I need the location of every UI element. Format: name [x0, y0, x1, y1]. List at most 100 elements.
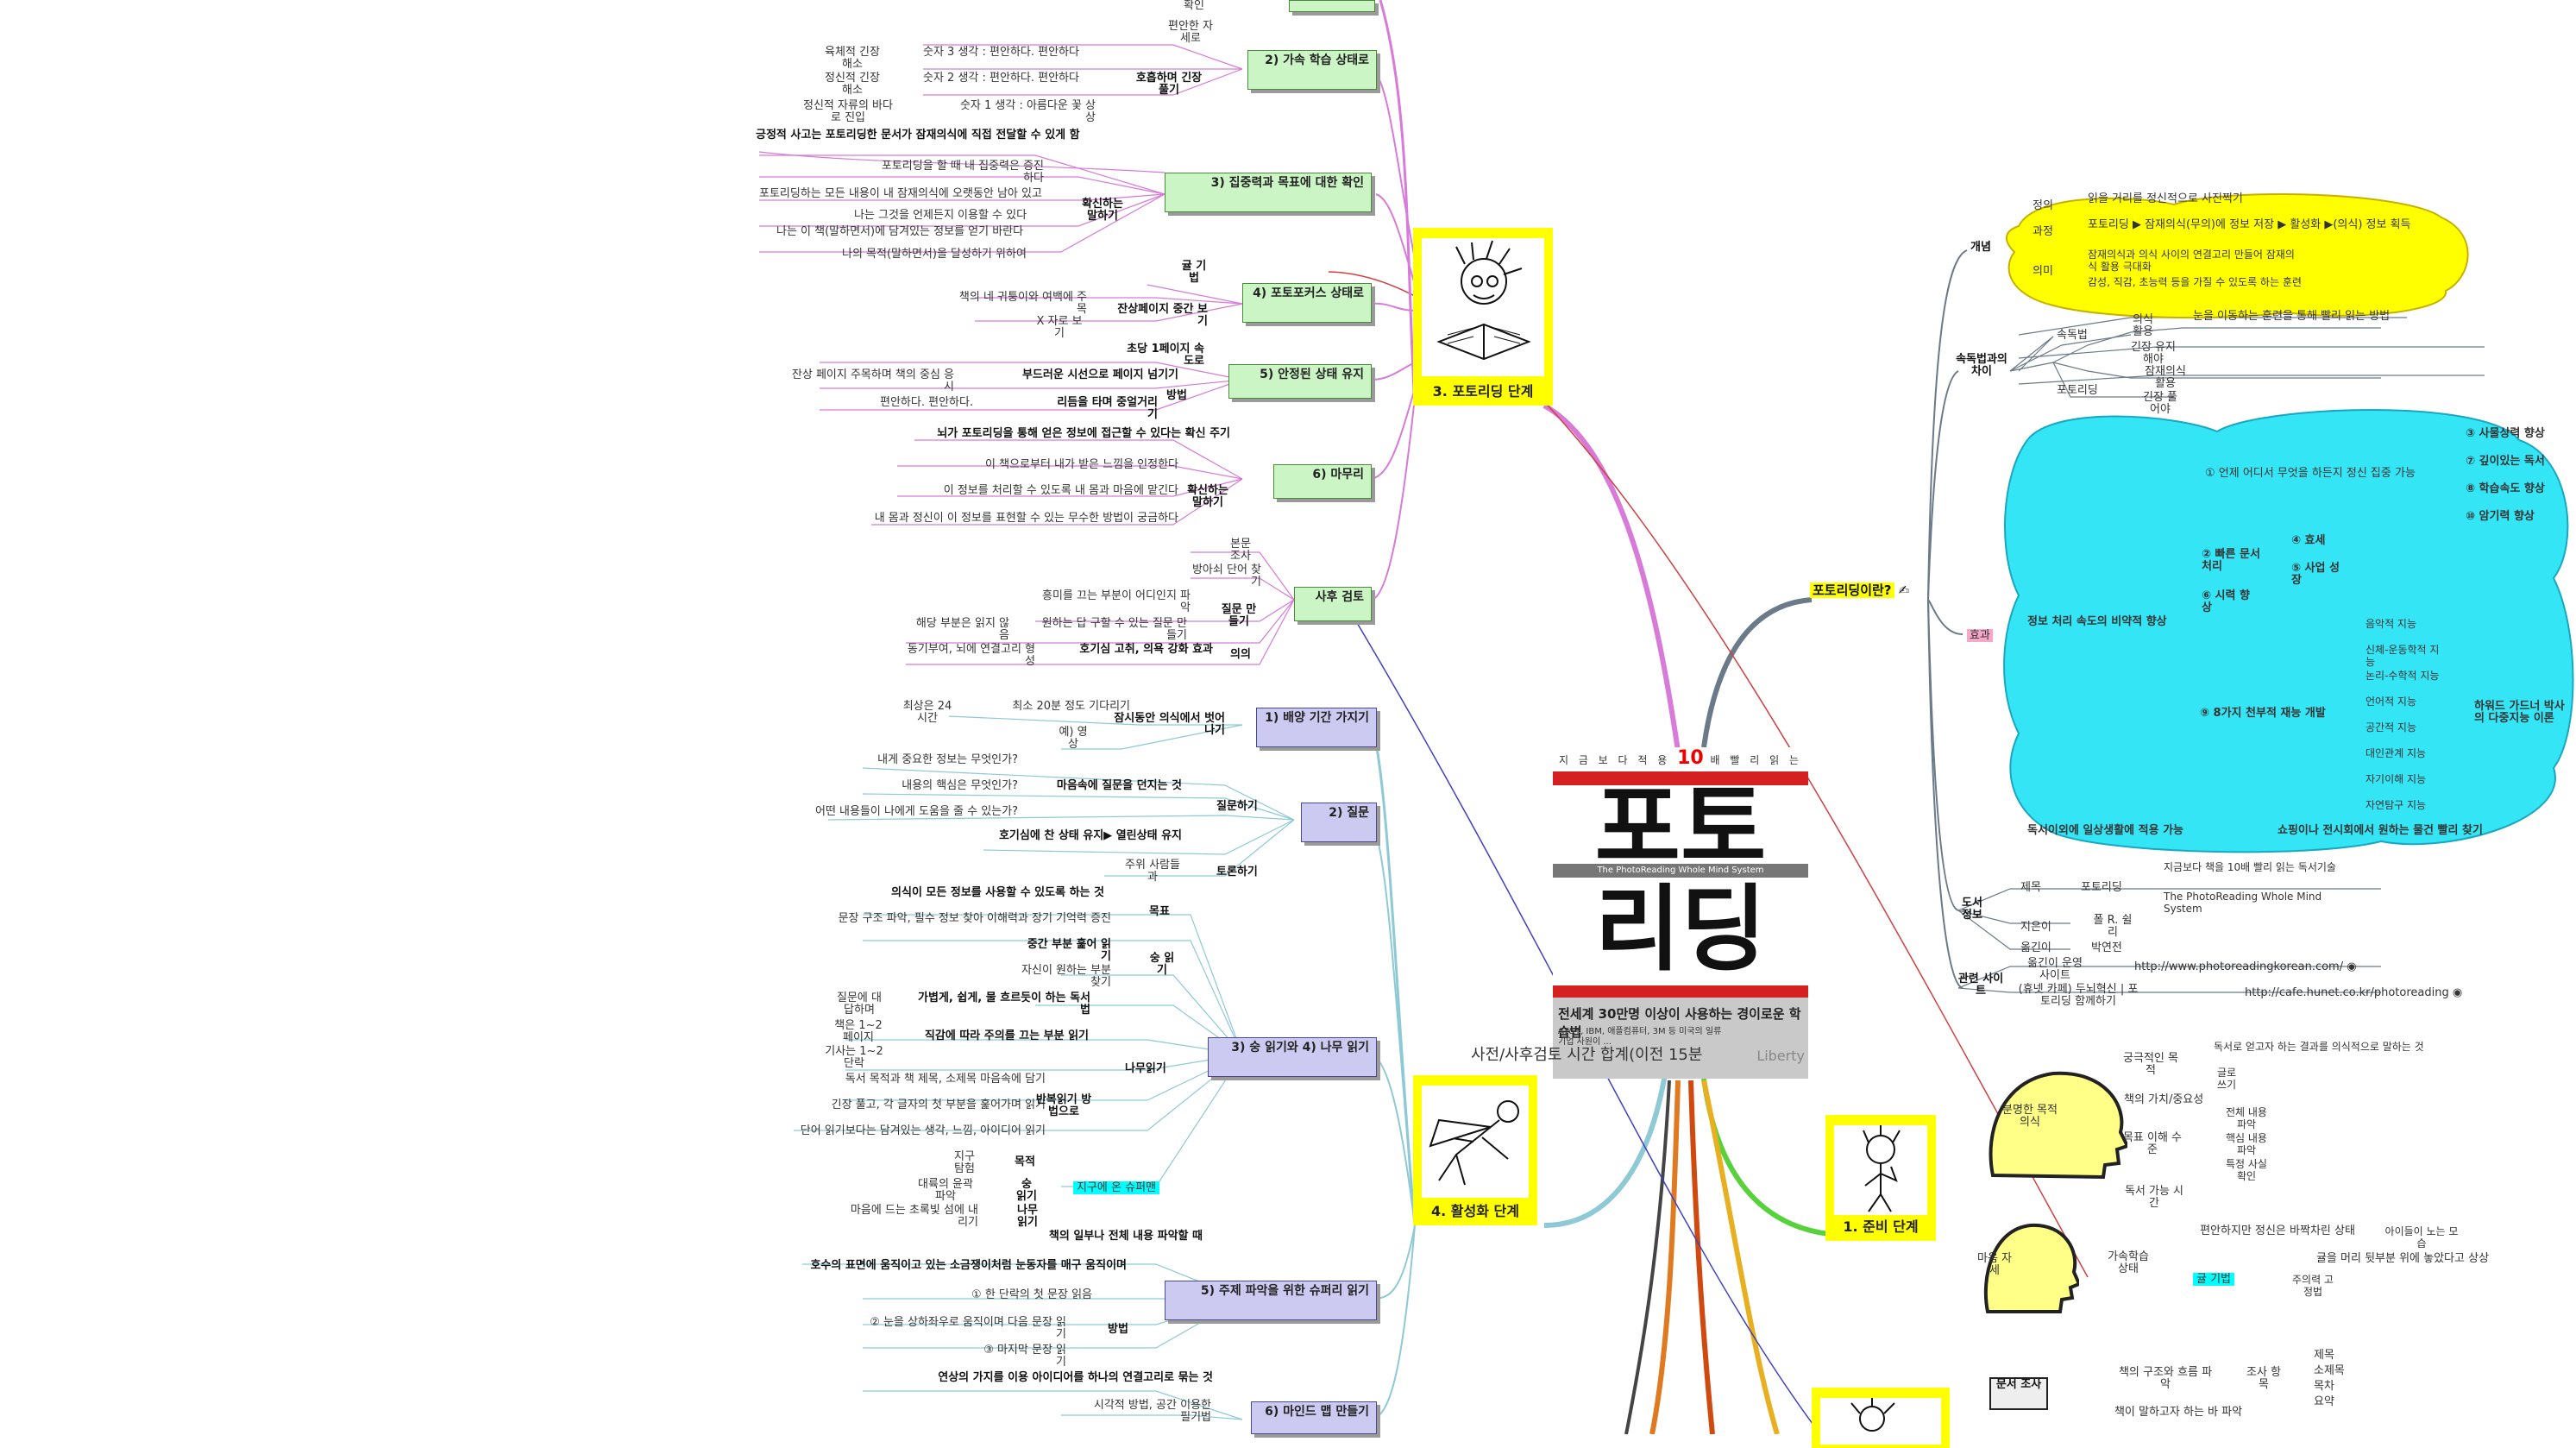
node[interactable]: 내 몸과 정신이 이 정보를 표현할 수 있는 무수한 방법이 궁금하다 — [874, 512, 1178, 525]
node[interactable]: 지구 탐험 — [954, 1150, 975, 1175]
node[interactable]: 의미 — [2033, 265, 2053, 278]
node[interactable]: 목표 — [1149, 905, 1170, 918]
node[interactable]: 질문 만들기 — [1221, 603, 1257, 628]
node[interactable]: 옮긴이 운영 사이트 — [2027, 957, 2083, 982]
node[interactable]: 독서 가능 시간 — [2124, 1185, 2184, 1210]
node[interactable]: 잠재의식과 의식 사이의 연결고리 만들어 잠재의식 활용 극대화 — [2088, 249, 2295, 273]
sec3-box-7[interactable]: 사후 검토 — [1294, 587, 1372, 621]
node-sites[interactable]: 관련 사이트 — [1957, 973, 2004, 998]
node[interactable]: 궁극적인 목적 — [2123, 1052, 2178, 1077]
node[interactable]: 원하는 답 구할 수 있는 질문 만들기 — [1041, 617, 1187, 642]
node[interactable]: ⑨ 8가지 천부적 재능 개발 — [2200, 707, 2326, 720]
node[interactable]: 잔상페이지 중간 보기 — [1117, 303, 1208, 328]
node[interactable]: 요약 — [2314, 1395, 2334, 1408]
node[interactable]: ⑥ 시력 향상 — [2202, 589, 2250, 614]
node[interactable]: 나는 그것을 언제든지 이용할 수 있다 — [854, 209, 1027, 222]
node[interactable]: ① 한 단락의 첫 문장 읽음 — [971, 1288, 1092, 1301]
sec4-box-1[interactable]: 1) 배양 기간 가지기 — [1256, 708, 1377, 747]
node[interactable]: 포토리딩하는 모든 내용이 내 잠재의식에 오랫동안 남아 있고 — [759, 187, 1042, 200]
node[interactable]: 육체적 긴장 해소 — [825, 46, 880, 71]
node[interactable]: The PhotoReading Whole Mind System — [2164, 891, 2322, 915]
node[interactable]: 문서 조사 — [1989, 1377, 2048, 1410]
node[interactable]: 쇼핑이나 전시회에서 원하는 물건 빨리 찾기 — [2278, 824, 2483, 837]
node[interactable]: 책의 일부나 전체 내용 파악할 때 — [1048, 1230, 1203, 1243]
node[interactable]: 숭 읽기 — [1016, 1178, 1037, 1203]
node[interactable]: 포토리딩을 할 때 내 집중력은 증진하다 — [881, 160, 1044, 185]
node[interactable]: 지은이 — [2020, 921, 2051, 934]
sec3-box-1[interactable] — [1289, 0, 1375, 12]
node[interactable]: 중간 부분 훑어 읽기 — [1027, 938, 1111, 963]
node[interactable]: 목적 — [1015, 1155, 1035, 1168]
node[interactable]: 나는 이 책(말하면서)에 담겨있는 정보를 얻기 바란다 — [776, 225, 1024, 238]
prep-stage-box[interactable]: 1. 준비 단계 — [1825, 1115, 1936, 1241]
node[interactable]: 숫자 2 생각 : 편안하다. 편안하다 — [923, 72, 1079, 85]
site1-link[interactable]: http://www.photoreadingkorean.com/ ◉ — [2134, 960, 2357, 973]
node[interactable]: 토론하기 — [1216, 866, 1258, 878]
node[interactable]: 내용의 핵심은 무엇인가? — [902, 779, 1018, 792]
node[interactable]: 정보 처리 속도의 비약적 향상 — [2027, 615, 2167, 628]
node[interactable]: 동기부여, 뇌에 연결고리 형성 — [907, 643, 1035, 668]
node[interactable]: 내게 중요한 정보는 무엇인가? — [877, 753, 1018, 766]
node[interactable]: 특정 사실 확인 — [2226, 1158, 2267, 1182]
node[interactable]: 질문하기 — [1216, 800, 1258, 813]
node[interactable]: 정신적 긴장 해소 — [825, 72, 880, 97]
node[interactable]: 목표 이해 수준 — [2122, 1131, 2183, 1156]
node[interactable]: 숫자 3 생각 : 편안하다. 편안하다 — [923, 46, 1079, 59]
sec4-box-3[interactable]: 3) 숭 읽기와 4) 나무 읽기 — [1208, 1037, 1377, 1077]
node[interactable]: 과정 — [2033, 225, 2053, 238]
node[interactable]: 정신적 자류의 바다로 진입 — [803, 99, 893, 124]
node[interactable]: 책은 1~2 페이지 — [834, 1019, 883, 1044]
node[interactable]: 숫자 1 생각 : 아름다운 꽃 상상 — [959, 99, 1096, 124]
sec4-box-5[interactable]: 5) 주제 파악을 위한 슈퍼리 읽기 — [1165, 1281, 1377, 1320]
node[interactable]: 자기이해 지능 — [2366, 773, 2427, 785]
node[interactable]: 해당 부분은 읽지 않음 — [915, 617, 1009, 642]
node[interactable]: 편안하지만 정신은 바짝차린 상태 — [2200, 1225, 2355, 1237]
node[interactable]: 아이들이 노는 모습 — [2384, 1225, 2459, 1250]
sec3-box-6[interactable]: 6) 마무리 — [1273, 464, 1372, 499]
node[interactable]: ③ 마지막 문장 읽기 — [983, 1344, 1066, 1369]
node[interactable]: 귤 기법 — [1181, 260, 1207, 285]
node[interactable]: 마음에 드는 초록빛 섬에 내리기 — [850, 1204, 978, 1229]
node[interactable]: 옮긴이 — [2020, 941, 2051, 954]
node[interactable]: 신체-운동학적 지능 — [2366, 644, 2440, 668]
node[interactable]: 포토리딩 — [2081, 881, 2122, 894]
node[interactable]: 흥미를 끄는 부분이 어디인지 파악 — [1041, 589, 1191, 614]
node[interactable]: 포토리딩 ▶ 잠재의식(무의)에 정보 저장 ▶ 활성화 ▶(의식) 정보 획득 — [2088, 218, 2411, 231]
node[interactable]: 분명한 목적 의식 — [2002, 1104, 2058, 1129]
node[interactable]: 마음 자세 — [1977, 1252, 2013, 1277]
node[interactable]: 긴장 유지해야 — [2131, 341, 2176, 366]
node[interactable]: 음악적 지능 — [2366, 618, 2417, 630]
node[interactable]: 박연전 — [2091, 941, 2122, 954]
node[interactable]: ② 빠른 문서처리 — [2202, 548, 2260, 573]
node[interactable]: 의의 — [1230, 648, 1251, 661]
node[interactable]: 책이 말하고자 하는 바 파악 — [2114, 1406, 2243, 1419]
node[interactable]: 숭 읽기 — [1149, 952, 1175, 977]
node[interactable]: 확신하는 말하기 — [1082, 198, 1123, 223]
node[interactable]: 호수의 표면에 움직이고 있는 소금쟁이처럼 눈동자를 매구 움직이며 — [810, 1259, 1127, 1272]
node[interactable]: ① 언제 어디서 무엇을 하든지 정신 집중 가능 — [2205, 467, 2416, 480]
node[interactable]: 초당 1페이지 속도로 — [1127, 343, 1204, 368]
node[interactable]: 편안하다. 편안하다. — [880, 396, 974, 409]
node[interactable]: 호흡하며 긴장 풀기 — [1135, 72, 1203, 97]
node[interactable]: 최소 20분 정도 기다리기 — [1012, 700, 1130, 713]
node[interactable]: 이 정보를 처리할 수 있도록 내 몸과 마음에 맡긴다 — [943, 484, 1178, 497]
node[interactable]: 의식 활용 — [2133, 313, 2153, 338]
node[interactable]: (휴넷 카페) 두뇌혁신 | 포토리딩 함께하기 — [2018, 983, 2139, 1008]
node[interactable]: 잠재의식 활용 — [2145, 365, 2186, 390]
activation-stage-box[interactable]: 4. 활성화 단계 — [1413, 1075, 1537, 1225]
node[interactable]: 지금보다 책을 10배 빨리 읽는 독서기술 — [2164, 861, 2336, 873]
site2-link[interactable]: http://cafe.hunet.co.kr/photoreading ◉ — [2245, 986, 2463, 999]
sec3-box-3[interactable]: 3) 집중력과 목표에 대한 확인 — [1165, 173, 1372, 212]
node[interactable]: 조사 항목 — [2246, 1366, 2282, 1391]
node[interactable]: 단어 읽기보다는 담겨있는 생각, 느낌, 아이디어 읽기 — [800, 1124, 1046, 1137]
node[interactable]: 글로 쓰기 — [2216, 1067, 2237, 1091]
node[interactable]: 공간적 지능 — [2366, 721, 2417, 733]
node[interactable]: 책의 구조와 흐름 파악 — [2118, 1366, 2213, 1391]
node[interactable]: 마음속에 질문을 던지는 것 — [1056, 779, 1182, 792]
node[interactable]: ⑧ 학습속도 향상 — [2466, 482, 2545, 495]
node[interactable]: 주위 사람들과 — [1125, 859, 1180, 884]
node[interactable]: ② 눈을 상하좌우로 움직이며 다음 문장 읽기 — [870, 1316, 1066, 1341]
node[interactable]: 부드러운 시선으로 페이지 넘기기 — [1021, 368, 1178, 381]
node[interactable]: 제목 — [2020, 881, 2041, 894]
node[interactable]: 긴장 풀고, 각 글자의 첫 부분을 훑어가며 읽기 — [831, 1099, 1046, 1111]
